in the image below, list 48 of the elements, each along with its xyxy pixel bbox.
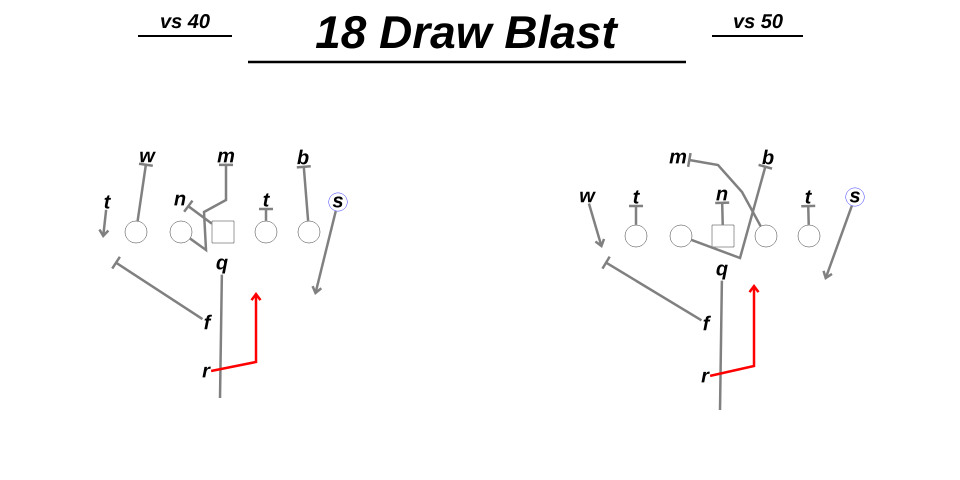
arrow — [710, 284, 760, 378]
player-letter: r — [701, 372, 710, 382]
block-line — [189, 164, 233, 253]
block-line — [259, 208, 273, 221]
block-line — [629, 204, 643, 225]
player-letter: f — [204, 314, 212, 330]
arrow — [822, 205, 853, 280]
player-letter: t — [634, 190, 640, 204]
player-letter: n — [174, 194, 186, 206]
block-line — [691, 164, 772, 260]
player-circle — [170, 220, 192, 244]
line — [218, 274, 224, 398]
player-circle — [124, 220, 148, 244]
center-square — [712, 224, 734, 248]
block-line — [801, 204, 816, 225]
heading-label: vs 50 — [734, 14, 783, 28]
circled-letter: s — [328, 192, 348, 212]
player-letter: t — [104, 195, 112, 209]
center-square — [212, 220, 234, 244]
player-letter: r — [202, 366, 211, 378]
player-letter: q — [216, 258, 228, 274]
player-letter: f — [703, 316, 711, 330]
arrow — [210, 292, 262, 372]
heading-label: vs 40 — [161, 14, 210, 28]
player-circle — [670, 224, 692, 248]
player-letter: b — [297, 150, 309, 164]
arrow — [588, 203, 606, 248]
player-circle — [254, 220, 278, 244]
player-letter: b — [762, 150, 774, 164]
circled-letter: s — [846, 188, 864, 206]
arrow — [98, 210, 110, 238]
player-letter: w — [580, 192, 596, 202]
title: 18 Draw Blast — [316, 14, 618, 48]
player-circle — [754, 224, 778, 248]
line — [718, 280, 724, 410]
player-letter: w — [140, 152, 156, 162]
player-circle — [624, 224, 648, 248]
player-circle — [298, 220, 320, 244]
player-letter: t — [264, 193, 270, 207]
player-circle — [798, 224, 820, 248]
player-letter: n — [716, 190, 728, 200]
player-letter: q — [716, 264, 728, 280]
player-letter: m — [669, 152, 686, 164]
block-line — [715, 201, 730, 225]
player-letter: t — [806, 190, 812, 204]
block-line — [111, 256, 204, 320]
player-letter: m — [217, 152, 234, 162]
arrow — [311, 210, 337, 295]
